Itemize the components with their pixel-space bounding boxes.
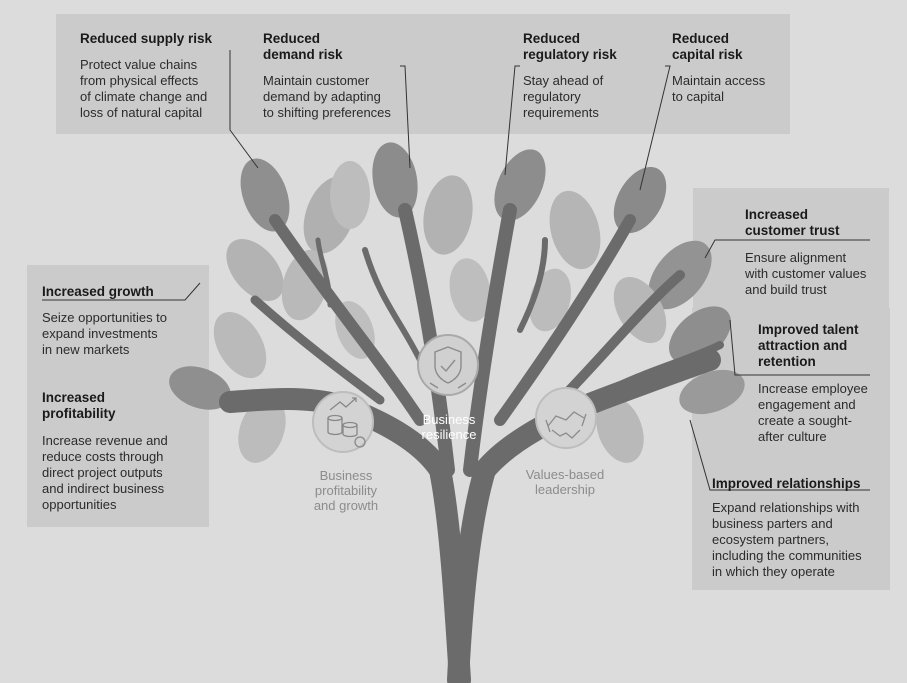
hub-circle-leadership [535, 387, 597, 449]
benefit-desc-regulatory-risk: Stay ahead of regulatory requirements [523, 73, 604, 120]
hub-circle-resilience [417, 334, 479, 396]
handshake-icon [545, 411, 587, 439]
benefit-desc-growth: Seize opportunities to expand investment… [42, 310, 168, 357]
benefit-desc-supply-risk: Protect value chains from physical effec… [80, 57, 208, 120]
benefit-title-supply-risk: Reduced supply risk [80, 31, 213, 46]
connector-lines [42, 50, 870, 491]
hub-circle-profitability [312, 391, 374, 453]
hub-label-leadership: Values-based leadership [525, 467, 605, 497]
benefit-desc-profitability: Increase revenue and reduce costs throug… [42, 433, 168, 512]
benefit-desc-talent: Increase employee engagement and create … [758, 381, 868, 444]
benefit-title-regulatory-risk: Reduced regulatory risk [523, 31, 617, 62]
benefit-title-customer-trust: Increased customer trust [745, 207, 840, 238]
benefit-desc-relationships: Expand relationships with business parte… [712, 500, 862, 579]
benefit-desc-capital-risk: Maintain access to capital [672, 73, 766, 104]
benefit-title-capital-risk: Reduced capital risk [672, 31, 743, 62]
benefit-title-talent: Improved talent attraction and retention [758, 322, 859, 369]
hub-label-resilience: Business resilience [421, 412, 477, 442]
benefit-desc-customer-trust: Ensure alignment with customer values an… [745, 250, 867, 297]
benefit-title-growth: Increased growth [42, 284, 154, 299]
coins-growth-icon [327, 397, 366, 448]
hub-label-profitability: Business profitability and growth [313, 468, 379, 513]
benefit-title-profitability: Increased profitability [42, 390, 116, 421]
shield-check-icon [429, 346, 467, 389]
benefit-title-relationships: Improved relationships [712, 476, 861, 491]
benefit-title-demand-risk: Reduced demand risk [263, 31, 343, 62]
right-panel-lower [692, 308, 890, 590]
benefit-desc-demand-risk: Maintain customer demand by adapting to … [263, 73, 391, 120]
right-panel-upper [693, 188, 889, 308]
